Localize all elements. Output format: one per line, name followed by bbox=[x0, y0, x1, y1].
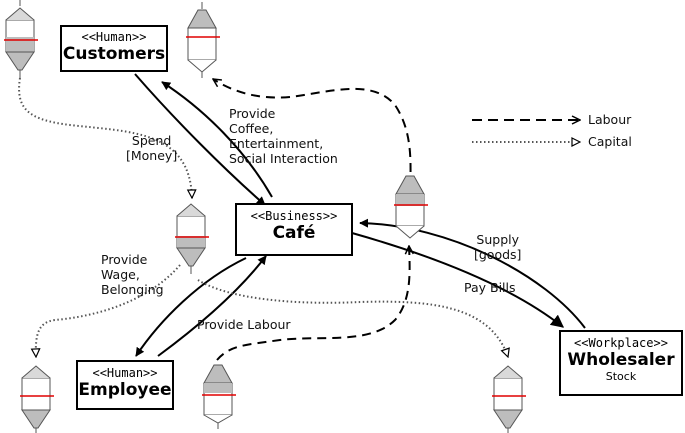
stock-icon-customers-capital bbox=[4, 0, 38, 78]
stock-icon-customers-labour bbox=[186, 2, 220, 78]
capital-flow-to-wholesaler-stock bbox=[197, 279, 508, 357]
capital-flow-to-employee-stock bbox=[36, 264, 181, 357]
edge-label-supply: Supply [goods] bbox=[474, 232, 521, 262]
cafe-node[interactable]: <<Business>> Café bbox=[235, 203, 353, 256]
flow-cafe-to-wholesaler bbox=[351, 232, 565, 328]
edge-label-supply-line-2: [goods] bbox=[474, 247, 522, 262]
stock-icon-employee-capital bbox=[20, 365, 54, 433]
edge-label-provide-coffee-line-4: Social Interaction bbox=[229, 151, 338, 166]
edge-label-provide-coffee: Provide Coffee, Entertainment, Social In… bbox=[229, 106, 338, 166]
edge-label-provide-coffee-line-2: Coffee, bbox=[229, 121, 274, 136]
edge-label-provide-wage: Provide Wage, Belonging bbox=[101, 252, 164, 297]
edge-label-provide-wage-line-3: Belonging bbox=[101, 282, 164, 297]
legend-capital-label: Capital bbox=[588, 134, 632, 149]
wholesaler-node[interactable]: <<Workplace>> Wholesaler Stock bbox=[559, 330, 683, 396]
edge-label-spend: Spend [Money] bbox=[126, 133, 177, 163]
stock-icon-employee-labour bbox=[202, 364, 236, 429]
customers-name: Customers bbox=[62, 44, 166, 64]
edge-label-pay-bills: Pay Bills bbox=[464, 280, 516, 295]
edge-label-provide-coffee-line-1: Provide bbox=[229, 106, 276, 121]
wholesaler-stereotype: <<Workplace>> bbox=[574, 336, 668, 350]
employee-node[interactable]: <<Human>> Employee bbox=[76, 360, 174, 410]
stock-icon-cafe-capital bbox=[175, 203, 209, 274]
customers-stereotype: <<Human>> bbox=[81, 30, 147, 44]
edge-label-supply-line-1: Supply bbox=[476, 232, 520, 247]
stock-icon-cafe-labour bbox=[394, 175, 428, 239]
wholesaler-name: Wholesaler bbox=[567, 350, 675, 370]
employee-stereotype: <<Human>> bbox=[92, 366, 158, 380]
legend-labour-label: Labour bbox=[588, 112, 632, 127]
flow-cafe-to-customers bbox=[161, 81, 273, 198]
edge-label-spend-line-1: Spend bbox=[131, 133, 172, 148]
labour-flow-to-customers-stock bbox=[213, 79, 412, 203]
flow-employee-to-cafe bbox=[157, 255, 267, 357]
edge-label-provide-wage-line-1: Provide bbox=[101, 252, 148, 267]
cafe-stereotype: <<Business>> bbox=[250, 209, 338, 223]
stock-icon-wholesaler-capital bbox=[492, 365, 526, 433]
flow-cafe-to-employee bbox=[135, 257, 247, 357]
customers-node[interactable]: <<Human>> Customers bbox=[60, 25, 168, 72]
edge-label-spend-line-2: [Money] bbox=[126, 148, 178, 163]
edge-label-provide-labour: Provide Labour bbox=[197, 317, 291, 332]
cafe-name: Café bbox=[272, 223, 316, 243]
labour-flow-employee-to-cafe-stock bbox=[216, 246, 410, 361]
wholesaler-subtitle: Stock bbox=[605, 370, 637, 383]
flow-customers-to-cafe bbox=[134, 73, 266, 206]
flow-wholesaler-to-cafe bbox=[359, 218, 586, 329]
edge-label-provide-wage-line-2: Wage, bbox=[101, 267, 140, 282]
edge-label-provide-coffee-line-3: Entertainment, bbox=[229, 136, 324, 151]
employee-name: Employee bbox=[78, 380, 172, 400]
